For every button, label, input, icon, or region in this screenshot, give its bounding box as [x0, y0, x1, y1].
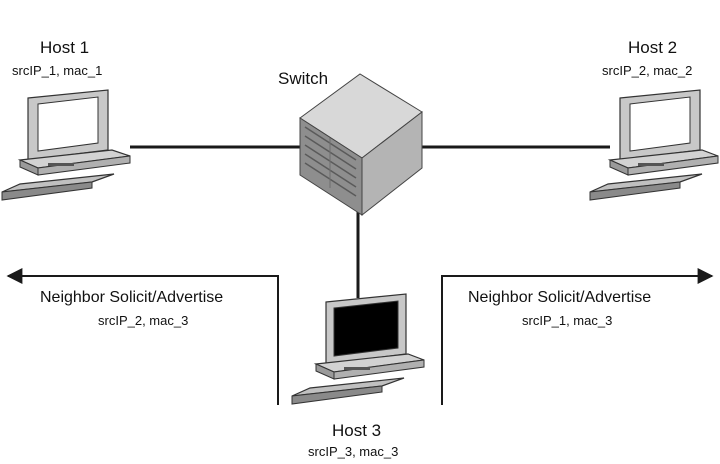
host2-laptop-icon	[589, 89, 719, 201]
host1-name: Host 1	[40, 38, 90, 57]
switch-label: Switch	[278, 69, 329, 88]
host3-laptop-icon	[291, 293, 425, 405]
host1-laptop-icon	[1, 89, 131, 201]
left-message-address: srcIP_2, mac_3	[98, 313, 189, 328]
host2-name: Host 2	[628, 38, 678, 57]
right-message-address: srcIP_1, mac_3	[522, 313, 613, 328]
left-message-title: Neighbor Solicit/Advertise	[40, 289, 224, 306]
host3-name: Host 3	[332, 421, 382, 440]
arrow-right-message	[441, 268, 714, 405]
host1-address: srcIP_1, mac_1	[12, 63, 103, 78]
network-switch-icon	[299, 73, 423, 217]
right-message-title: Neighbor Solicit/Advertise	[468, 289, 652, 306]
host3-address: srcIP_3, mac_3	[308, 444, 399, 459]
arrow-left-message	[6, 268, 279, 405]
host2-address: srcIP_2, mac_2	[602, 63, 693, 78]
